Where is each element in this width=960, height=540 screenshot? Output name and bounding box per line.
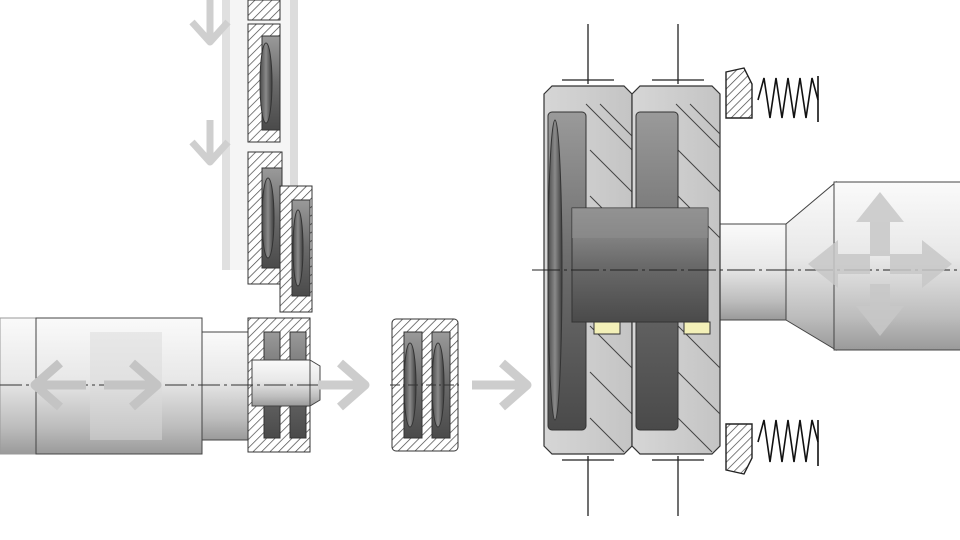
pulley-loose <box>390 318 462 452</box>
arrow-down-icon <box>189 120 231 166</box>
center-hub <box>571 207 711 335</box>
spring-icon <box>757 77 819 119</box>
spring-icon <box>757 419 819 463</box>
spring-stop-top <box>725 67 819 122</box>
arrow-down-icon <box>189 0 231 46</box>
pulley-part-stacked-2 <box>247 151 313 313</box>
arrow-right-icon <box>318 359 370 411</box>
reference-lines <box>562 24 704 516</box>
spring-stop-bottom <box>725 419 819 475</box>
arrow-right-icon <box>472 359 532 411</box>
four-way-arrow-icon <box>808 192 952 336</box>
arrow-right-icon <box>104 359 162 411</box>
pulley-part-stacked-1 <box>247 0 281 143</box>
arrow-left-icon <box>30 359 86 411</box>
